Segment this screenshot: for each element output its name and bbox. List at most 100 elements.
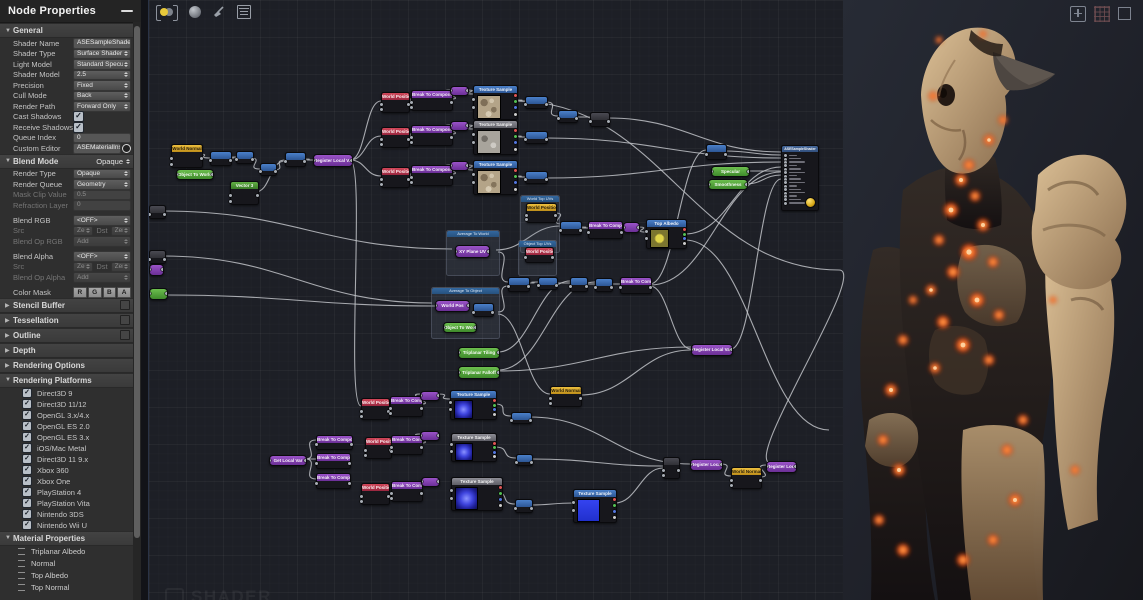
graph-node[interactable] — [559, 221, 582, 235]
graph-node[interactable]: Texture Sample — [450, 433, 497, 462]
graph-node[interactable] — [510, 412, 532, 424]
material-property-row[interactable]: Normal — [0, 558, 141, 570]
node-palette-icon[interactable] — [237, 5, 251, 19]
graph-node[interactable] — [149, 288, 168, 300]
graph-node[interactable]: Texture Sample — [472, 120, 518, 155]
dropdown[interactable]: Fixed — [73, 80, 131, 91]
material-property-row[interactable]: Top Albedo — [0, 570, 141, 582]
platform-checkbox[interactable]: ✓ — [22, 520, 32, 530]
panel-title-bar[interactable]: Node Properties — [0, 0, 141, 23]
graph-node[interactable]: Register Local Var — [690, 459, 723, 471]
graph-node[interactable]: Register Local Var — [691, 344, 733, 356]
drag-handle-icon[interactable] — [18, 560, 25, 567]
grid-snap-icon[interactable] — [1094, 6, 1110, 22]
graph-node[interactable]: Break To Components — [315, 473, 351, 489]
section-header-outline[interactable]: ▶Outline — [0, 327, 141, 343]
checkbox[interactable]: ✓ — [73, 111, 84, 123]
graph-node[interactable] — [524, 131, 548, 144]
platform-checkbox[interactable]: ✓ — [22, 388, 32, 398]
color-mask-a[interactable]: A — [117, 286, 131, 298]
platform-checkbox[interactable]: ✓ — [22, 443, 32, 453]
graph-node[interactable] — [149, 264, 164, 276]
graph-node[interactable] — [524, 96, 548, 109]
graph-node[interactable]: Break To Components — [410, 125, 453, 146]
master-port[interactable] — [784, 191, 815, 195]
section-value[interactable]: Opaque — [96, 156, 123, 166]
graph-node[interactable]: Get Local Var — [269, 455, 307, 466]
dropdown[interactable]: 2.5 — [73, 69, 131, 80]
section-checkbox[interactable] — [120, 330, 130, 340]
refresh-icon[interactable] — [122, 143, 131, 153]
graph-node[interactable]: World Position — [380, 167, 410, 188]
graph-node[interactable]: World Position — [524, 247, 554, 263]
master-port[interactable] — [784, 198, 815, 202]
dropdown[interactable]: Zero — [73, 261, 94, 272]
graph-node[interactable]: Specular — [711, 166, 750, 177]
panel-scrollbar[interactable] — [133, 22, 141, 600]
platform-checkbox[interactable]: ✓ — [22, 465, 32, 475]
graph-node[interactable] — [594, 278, 613, 292]
dropdown[interactable]: <OFF> — [73, 251, 131, 262]
graph-node[interactable]: Object To World — [443, 322, 477, 333]
graph-node[interactable]: Triplanar Tiling — [458, 347, 500, 359]
window-icon[interactable] — [1118, 7, 1131, 20]
graph-node[interactable]: World Normal — [730, 467, 762, 489]
expand-arrow-icon[interactable]: ▶ — [5, 317, 10, 324]
section-header-rendering-options[interactable]: ▶Rendering Options — [0, 357, 141, 373]
graph-node[interactable]: Break To Components — [410, 90, 453, 111]
dropdown[interactable]: Back — [73, 90, 131, 101]
graph-node[interactable]: World Position — [380, 127, 410, 148]
graph-node[interactable]: World Position — [360, 483, 390, 505]
dropdown[interactable]: Add — [73, 272, 131, 283]
dropdown[interactable]: Zero — [73, 225, 94, 236]
text-field[interactable]: ASEMaterialInspector — [73, 143, 121, 154]
section-header-depth[interactable]: ▶Depth — [0, 342, 141, 358]
section-header-tessellation[interactable]: ▶Tessellation — [0, 312, 141, 328]
graph-node[interactable]: World Normal — [170, 144, 203, 168]
graph-node[interactable]: Texture Sample — [449, 390, 497, 420]
graph-node[interactable]: Break To Components — [390, 481, 423, 502]
graph-node[interactable] — [623, 222, 640, 233]
expand-arrow-icon[interactable]: ▶ — [5, 347, 10, 354]
graph-node[interactable]: World Normal — [549, 386, 582, 407]
graph-node[interactable] — [209, 151, 232, 166]
graph-node[interactable]: World Position — [364, 437, 392, 459]
graph-node[interactable]: World Position — [360, 398, 390, 420]
text-field[interactable]: ASESampleShader — [73, 38, 131, 49]
graph-node[interactable] — [507, 277, 530, 292]
graph-node[interactable]: Register Local Var — [766, 461, 797, 473]
graph-node[interactable] — [420, 391, 440, 401]
dropdown[interactable]: Surface Shader — [73, 48, 131, 59]
graph-node[interactable] — [421, 477, 440, 487]
drag-handle-icon[interactable] — [18, 572, 25, 579]
graph-node[interactable] — [569, 277, 588, 292]
master-port[interactable] — [784, 167, 815, 171]
graph-node[interactable]: Smoothness — [708, 179, 748, 190]
graph-node[interactable] — [589, 112, 610, 127]
master-port[interactable] — [784, 201, 815, 205]
drag-handle-icon[interactable] — [18, 548, 25, 555]
graph-node[interactable] — [524, 171, 548, 184]
graph-node[interactable]: Break To Components — [315, 435, 353, 450]
graph-node[interactable]: World Position — [525, 203, 557, 223]
graph-node[interactable] — [450, 161, 469, 171]
master-port[interactable] — [784, 164, 815, 168]
text-field[interactable]: 0 — [73, 200, 131, 211]
graph-node[interactable]: Break To Components — [315, 453, 351, 469]
master-port[interactable] — [784, 154, 815, 158]
drag-handle-icon[interactable] — [18, 584, 25, 591]
platform-checkbox[interactable]: ✓ — [22, 487, 32, 497]
graph-node[interactable]: Top Albedo — [645, 219, 687, 249]
master-port[interactable] — [784, 177, 815, 181]
graph-node[interactable]: Texture Sample — [472, 85, 518, 120]
section-checkbox[interactable] — [120, 300, 130, 310]
platform-checkbox[interactable]: ✓ — [22, 498, 32, 508]
sphere-preview-icon[interactable] — [189, 6, 201, 18]
platform-checkbox[interactable]: ✓ — [22, 399, 32, 409]
graph-node[interactable] — [662, 457, 680, 479]
section-header-rendering-platforms[interactable]: ▼Rendering Platforms — [0, 372, 141, 388]
dropdown[interactable]: Zero — [110, 261, 131, 272]
master-port[interactable] — [784, 181, 815, 185]
